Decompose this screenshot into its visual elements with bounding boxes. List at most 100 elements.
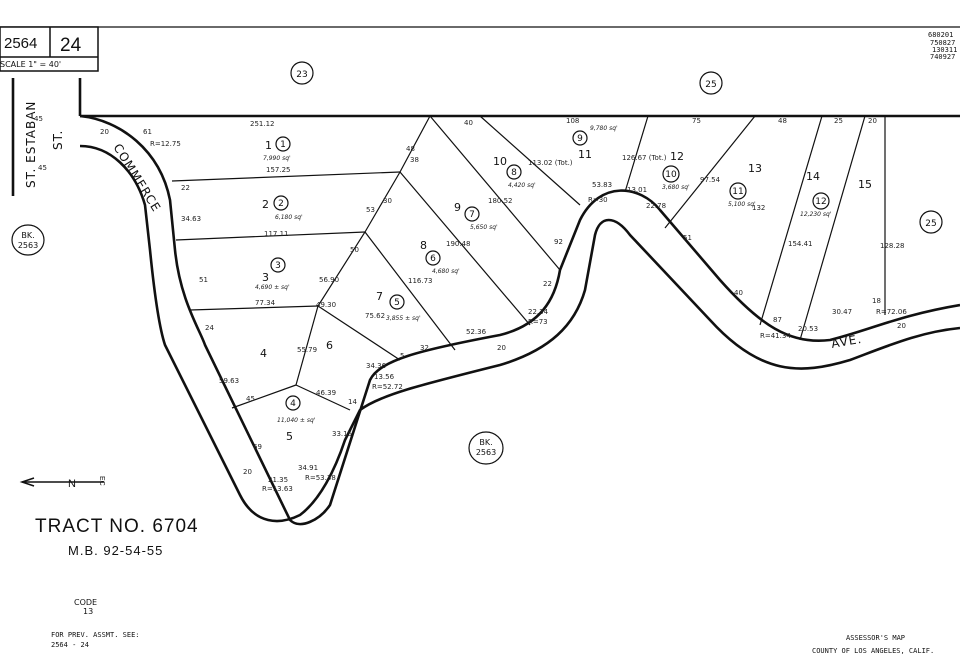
area-1: 7,990 sq' — [263, 155, 291, 162]
svg-text:34.63: 34.63 — [181, 215, 201, 223]
svg-text:49.30: 49.30 — [316, 301, 336, 309]
svg-text:R=73: R=73 — [528, 318, 548, 326]
county-label: COUNTY OF LOS ANGELES, CALIF. — [812, 647, 934, 655]
revision-code-4: 740927 — [930, 53, 955, 61]
adjacent-map-25-top: 25 — [699, 71, 723, 95]
svg-text:251.12: 251.12 — [250, 120, 275, 128]
adjacent-map-25-right: 25 — [919, 210, 943, 234]
svg-text:46.39: 46.39 — [316, 389, 336, 397]
svg-text:20: 20 — [100, 128, 109, 136]
svg-text:50: 50 — [350, 246, 359, 254]
revision-code-1: 680201 — [928, 31, 953, 39]
lot-3: 3 — [262, 271, 269, 284]
svg-text:22: 22 — [181, 184, 190, 192]
parcel-9: 9 — [577, 134, 583, 144]
svg-text:126.67 (Tot.): 126.67 (Tot.) — [622, 154, 667, 162]
prev-assmt-ref: 2564 - 24 — [51, 641, 89, 649]
svg-text:87: 87 — [773, 316, 782, 324]
svg-text:48: 48 — [778, 117, 787, 125]
svg-text:34.36: 34.36 — [366, 362, 387, 370]
svg-text:34.91: 34.91 — [298, 464, 318, 472]
lot-7: 7 — [376, 290, 383, 303]
svg-text:20: 20 — [897, 322, 906, 330]
lot-numbers: 1 2 3 4 5 6 7 8 9 10 11 12 13 14 15 — [260, 139, 872, 443]
parcel-5: 5 — [394, 298, 400, 308]
svg-text:45: 45 — [246, 395, 255, 403]
lot-15: 15 — [858, 178, 872, 191]
tract-mb: M.B. 92-54-55 — [68, 543, 163, 558]
svg-text:117.11: 117.11 — [264, 230, 289, 238]
svg-text:55.79: 55.79 — [297, 346, 317, 354]
svg-text:2563: 2563 — [18, 241, 38, 250]
svg-text:20: 20 — [243, 468, 252, 476]
svg-text:R=30: R=30 — [588, 196, 608, 204]
lot-11: 11 — [578, 148, 592, 161]
svg-text:24: 24 — [205, 324, 214, 332]
parcel-circles: 1 2 3 4 5 6 7 8 9 10 11 12 — [270, 130, 830, 411]
svg-text:R=13.63: R=13.63 — [262, 485, 293, 493]
st-estaban-street: ST. ESTABAN ST. 45 45 — [11, 78, 82, 196]
parcel-areas: 7,990 sq' 6,180 sq' 4,690 ± sq' 11,040 ±… — [255, 125, 832, 424]
svg-text:22.78: 22.78 — [646, 202, 666, 210]
svg-text:20.53: 20.53 — [798, 325, 818, 333]
area-4: 11,040 ± sq' — [277, 417, 316, 424]
prev-assmt-label: FOR PREV. ASSMT. SEE: — [51, 631, 140, 639]
adjacent-book-2563-left: BK. 2563 — [11, 224, 45, 256]
parcel-2: 2 — [278, 199, 284, 209]
svg-text:45: 45 — [34, 115, 43, 123]
svg-text:128.28: 128.28 — [880, 242, 905, 250]
svg-text:132: 132 — [752, 204, 765, 212]
revision-codes: 680201 750827 130311 740927 — [928, 31, 957, 61]
svg-text:22: 22 — [543, 280, 552, 288]
area-11: 5,100 sq' — [728, 201, 756, 208]
lot-9: 9 — [454, 201, 461, 214]
svg-text:77.34: 77.34 — [255, 299, 276, 307]
svg-text:5: 5 — [400, 352, 404, 360]
svg-text:2563: 2563 — [476, 448, 496, 457]
svg-text:190.48: 190.48 — [446, 240, 471, 248]
svg-text:51: 51 — [683, 234, 692, 242]
svg-text:13.01: 13.01 — [627, 186, 647, 194]
svg-text:75.62: 75.62 — [365, 312, 385, 320]
revision-code-2: 750827 — [930, 39, 955, 47]
svg-text:61: 61 — [143, 128, 152, 136]
svg-text:75: 75 — [692, 117, 701, 125]
svg-text:25: 25 — [705, 80, 716, 90]
svg-text:53.83: 53.83 — [592, 181, 612, 189]
svg-text:20: 20 — [497, 344, 506, 352]
svg-text:40: 40 — [464, 119, 473, 127]
commerce-ave-edge-south — [79, 144, 960, 523]
svg-text:R=52.72: R=52.72 — [372, 383, 403, 391]
svg-text:51: 51 — [199, 276, 208, 284]
area-5: 3,855 ± sq' — [386, 315, 421, 322]
lot-14: 14 — [806, 170, 820, 183]
svg-text:18: 18 — [872, 297, 881, 305]
svg-text:R=12.75: R=12.75 — [150, 140, 181, 148]
commerce-ave-edge-north — [79, 114, 960, 526]
svg-text:45: 45 — [38, 164, 47, 172]
dimension-labels: 251.12 157.25 117.11 77.34 40 108 75 48 … — [100, 117, 907, 493]
area-7: 5,650 sq' — [470, 224, 498, 231]
lot-6: 6 — [326, 339, 333, 352]
svg-text:48: 48 — [406, 145, 415, 153]
svg-text:116.73: 116.73 — [408, 277, 433, 285]
svg-text:13.56: 13.56 — [374, 373, 395, 381]
svg-text:180.52: 180.52 — [488, 197, 513, 205]
parcel-7: 7 — [469, 210, 475, 220]
svg-text:R=53.38: R=53.38 — [305, 474, 336, 482]
svg-text:25: 25 — [925, 219, 936, 229]
ave-label: AVE. — [830, 332, 863, 351]
area-10: 3,680 sq' — [662, 184, 690, 191]
lot-10: 10 — [493, 155, 507, 168]
parcel-4: 4 — [290, 399, 296, 409]
svg-text:N: N — [68, 478, 76, 490]
parcel-6: 6 — [430, 254, 436, 264]
svg-text:33.15: 33.15 — [332, 430, 352, 438]
parcel-1: 1 — [280, 140, 286, 150]
area-9: 9,780 sq' — [590, 125, 618, 132]
revision-code-3: 130311 — [932, 46, 957, 54]
svg-text:97.54: 97.54 — [700, 176, 721, 184]
svg-text:92: 92 — [554, 238, 563, 246]
svg-text:52.36: 52.36 — [466, 328, 487, 336]
svg-text:ST. ESTABAN: ST. ESTABAN — [24, 101, 38, 188]
